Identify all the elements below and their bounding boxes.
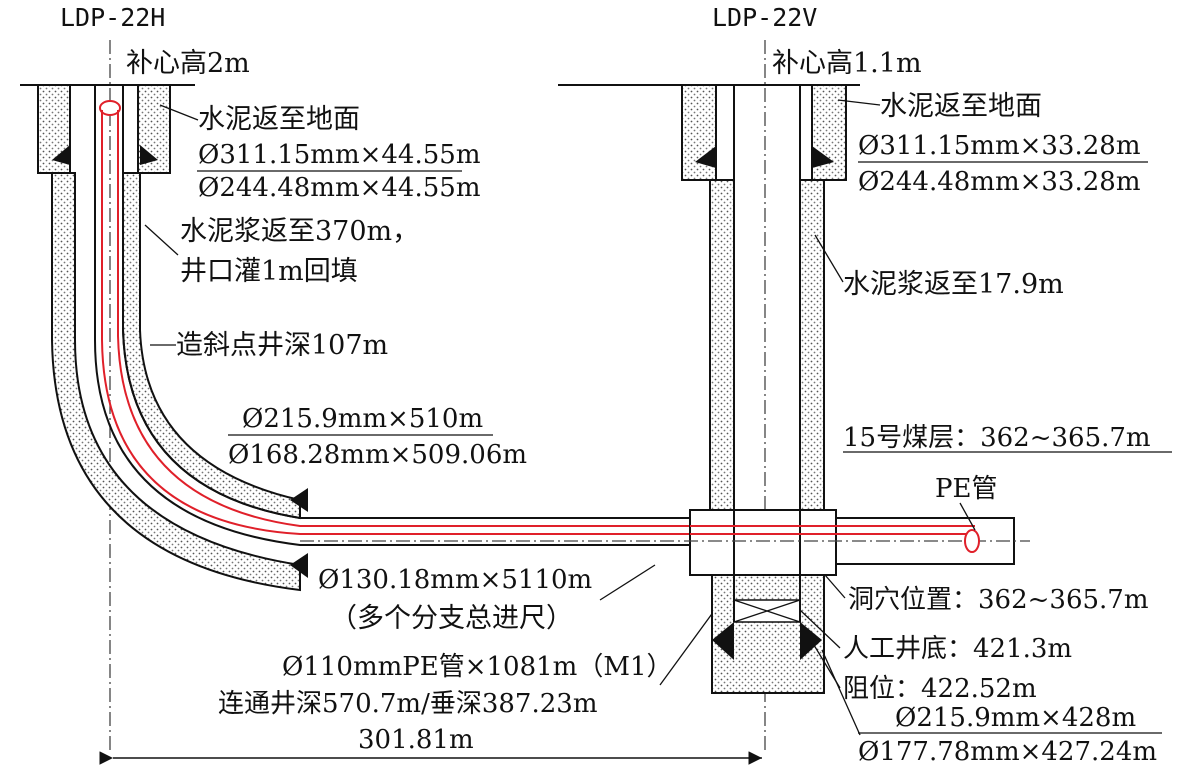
ldp-22h-surface-casing: Ø244.48mm×44.55m xyxy=(198,173,480,203)
ldp-22v-slurry: 水泥浆返至17.9m xyxy=(843,269,1064,300)
ldp-22v-bit-leader xyxy=(821,649,861,736)
ldp-22h-kickoff: 造斜点井深107m xyxy=(176,330,388,361)
ldp-22v-stop-position: 阻位：422.52m xyxy=(843,674,1037,704)
ldp-22v-cement-top: 水泥返至地面 xyxy=(880,91,1042,122)
ldp-22v-production-cement-right xyxy=(799,179,825,511)
ldp-22v-rathole-cross-2 xyxy=(733,599,801,623)
ldp-22v-production-cement-left xyxy=(709,179,735,511)
ldp-22h-slurry-leader xyxy=(144,224,179,256)
ldp-22v-bottom-leader xyxy=(799,609,841,649)
ldp-22h-connection-depth: 连通井深570.7m/垂深387.23m xyxy=(218,689,597,719)
ldp-22h-intermediate-shoe-bottom xyxy=(290,553,308,578)
ldp-22h-intermediate-shoe-top xyxy=(290,488,308,512)
ldp-22h-slurry-line2: 井口灌1m回填 xyxy=(180,256,358,287)
ldp-22v-cavity-leader xyxy=(824,574,846,599)
ldp-22h-kb-height: 补心高2m xyxy=(126,48,250,79)
ldp-22v-coal-seam: 15号煤层：362~365.7m xyxy=(843,423,1151,453)
ldp-22v-slurry-leader xyxy=(814,234,844,283)
ldp-22h-slurry-line1: 水泥浆返至370m， xyxy=(180,216,419,247)
ldp-22h-lateral-note: （多个分支总进尺） xyxy=(330,603,573,634)
ldp-22h-casing-shoe-right xyxy=(140,145,158,165)
well-spacing-label: 301.81m xyxy=(358,725,474,755)
ldp-22v-cavity-position: 洞穴位置：362~365.7m xyxy=(848,585,1149,615)
ldp-22v-cavity xyxy=(689,509,837,576)
ldp-22h-intermediate-casing: Ø168.28mm×509.06m xyxy=(228,440,527,470)
ldp-22h-lateral-leader xyxy=(599,564,656,601)
ldp-22v-casing-shoe-left xyxy=(695,146,716,168)
ldp-22v-surface-bit: Ø311.15mm×33.28m xyxy=(858,131,1140,161)
ldp-22h-pe-pipe: Ø110mmPE管×1081m（M1） xyxy=(282,652,673,682)
well-ldp-22v xyxy=(300,40,1172,752)
ldp-22v-artificial-bottom: 人工井底：421.3m xyxy=(843,634,1072,664)
ldp-22h-pe-pipe-top xyxy=(99,100,121,116)
ldp-22v-casing-shoe-right xyxy=(812,146,834,168)
ldp-22v-production-shoe-left xyxy=(712,622,734,660)
ldp-22v-production-bit: Ø215.9mm×428m xyxy=(895,703,1136,733)
ldp-22h-build-cement-outer xyxy=(51,172,301,592)
ldp-22v-name: LDP-22V xyxy=(712,3,817,32)
ldp-22h-cement-leader xyxy=(159,104,199,121)
ldp-22h-lateral-hole: Ø130.18mm×5110m xyxy=(318,565,592,595)
well-ldp-22h xyxy=(20,40,761,752)
ldp-22h-pe-pipe xyxy=(101,110,690,535)
ldp-22h-casing-shoe-left xyxy=(52,145,70,165)
ldp-22h-cement-top: 水泥返至地面 xyxy=(198,104,360,135)
ldp-22v-cement-leader xyxy=(837,99,881,106)
ldp-22v-surface-casing: Ø244.48mm×33.28m xyxy=(858,167,1140,197)
ldp-22h-casing-inner-wall xyxy=(122,85,690,519)
ldp-22h-casing-outer-wall xyxy=(94,85,690,546)
ldp-22v-stop-leader xyxy=(799,621,841,689)
ldp-22h-name: LDP-22H xyxy=(60,3,165,32)
ldp-22v-pe-label: PE管 xyxy=(935,474,997,504)
ldp-22v-kb-height: 补心高1.1m xyxy=(772,48,922,79)
ldp-22v-pe-pipe-end xyxy=(964,529,980,553)
ldp-22v-production-casing: Ø177.78mm×427.24m xyxy=(858,737,1157,765)
ldp-22h-intermediate-bit: Ø215.9mm×510m xyxy=(242,404,483,434)
ldp-22v-pe-leader xyxy=(959,502,976,531)
ldp-22h-surface-bit: Ø311.15mm×44.55m xyxy=(198,140,480,170)
